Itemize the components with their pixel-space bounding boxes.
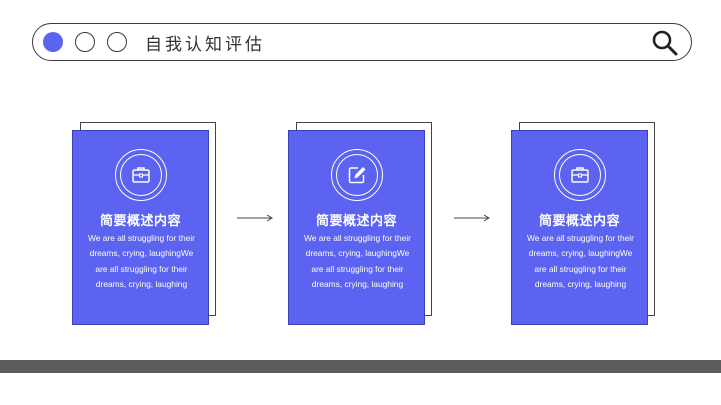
card-panel: 简要概述内容 We are all struggling for their d… (72, 130, 209, 325)
edit-icon (348, 167, 366, 184)
card-panel: 简要概述内容 We are all struggling for their d… (511, 130, 648, 325)
icon-inner-ring (336, 154, 378, 196)
card-title: 简要概述内容 (538, 214, 620, 229)
icon-ring (331, 149, 383, 201)
window-dot[interactable] (107, 32, 127, 52)
card-description: We are all struggling for their dreams, … (88, 233, 195, 290)
arrow-right-icon (237, 214, 273, 222)
icon-ring (554, 149, 606, 201)
search-bar[interactable]: 自我认知评估 (32, 23, 692, 61)
card-2: 简要概述内容 We are all struggling for their d… (288, 122, 438, 327)
card-panel: 简要概述内容 We are all struggling for their d… (288, 130, 425, 325)
card-title: 简要概述内容 (315, 214, 397, 229)
briefcase-icon (571, 167, 589, 183)
card-1: 简要概述内容 We are all struggling for their d… (72, 122, 222, 327)
card-3: 简要概述内容 We are all struggling for their d… (511, 122, 661, 327)
icon-inner-ring (120, 154, 162, 196)
card-description: We are all struggling for their dreams, … (527, 233, 634, 290)
icon-inner-ring (559, 154, 601, 196)
arrow-right-icon (454, 214, 490, 222)
search-icon[interactable] (651, 29, 679, 57)
card-description: We are all struggling for their dreams, … (304, 233, 411, 290)
briefcase-icon (132, 167, 150, 183)
window-dot[interactable] (75, 32, 95, 52)
window-dot-active[interactable] (43, 32, 63, 52)
icon-ring (115, 149, 167, 201)
page-title: 自我认知评估 (145, 35, 265, 55)
bottom-bar (0, 360, 721, 373)
card-title: 简要概述内容 (99, 214, 181, 229)
